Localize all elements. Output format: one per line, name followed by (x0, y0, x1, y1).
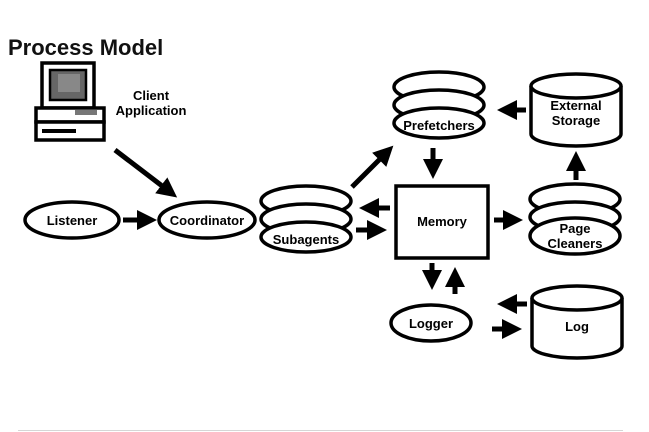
svg-text:Client: Client (133, 88, 170, 103)
subagents-label: Subagents (273, 232, 339, 247)
computer-icon (34, 61, 106, 142)
page-title: Process Model (8, 35, 163, 60)
subagents-node: Subagents (259, 184, 353, 254)
coordinator-node: Coordinator (157, 200, 257, 240)
svg-text:Application: Application (116, 103, 187, 118)
arrows (113, 100, 586, 339)
memory-node: Memory (394, 184, 490, 260)
logger-node: Logger (389, 303, 473, 343)
log-node: Log (530, 284, 624, 360)
prefetchers-label: Prefetchers (403, 118, 475, 133)
coordinator-label: Coordinator (170, 213, 244, 228)
listener-node: Listener (23, 200, 121, 240)
log-label: Log (565, 319, 589, 334)
client-application-label: Client Application (116, 88, 187, 118)
svg-text:Page: Page (559, 221, 590, 236)
arrow-subagents-to-prefetchers (350, 145, 394, 189)
prefetchers-node: Prefetchers (392, 70, 486, 140)
svg-text:Storage: Storage (552, 113, 600, 128)
listener-label: Listener (47, 213, 98, 228)
svg-text:External: External (550, 98, 601, 113)
logger-label: Logger (409, 316, 453, 331)
bottom-divider (18, 430, 623, 431)
external-storage-node: External Storage (529, 72, 623, 148)
memory-label: Memory (417, 214, 468, 229)
svg-text:Cleaners: Cleaners (548, 236, 603, 251)
page-cleaners-node: Page Cleaners (528, 182, 622, 256)
arrow-client-to-coordinator (113, 148, 178, 198)
